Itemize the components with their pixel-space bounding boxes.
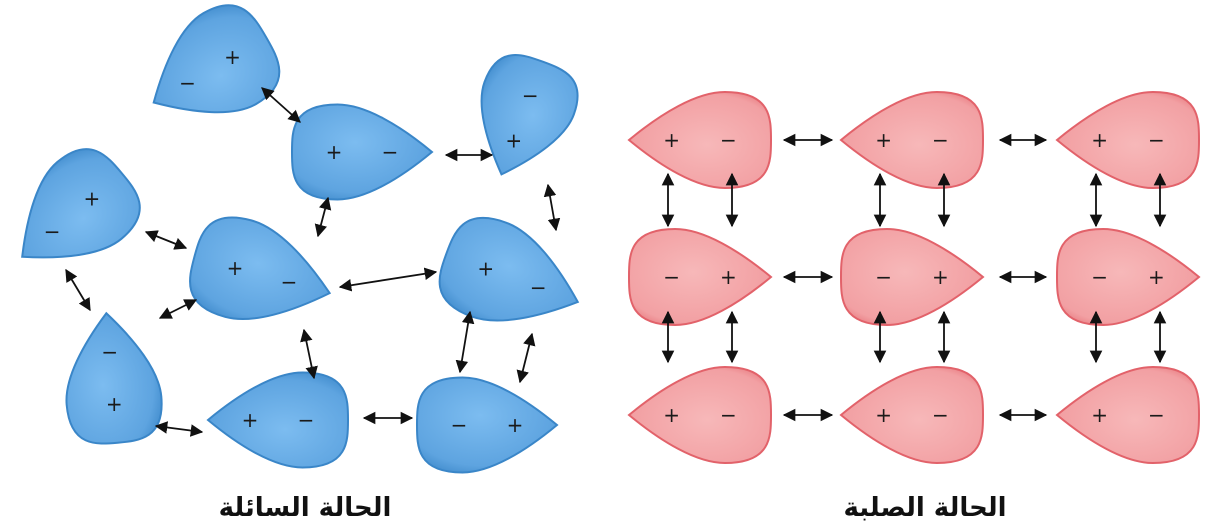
- charge-sign: −: [663, 265, 680, 289]
- solid-state-caption: الحالة الصلبة: [843, 493, 1007, 523]
- charge-sign: −: [932, 128, 949, 152]
- charge-sign: −: [179, 71, 196, 95]
- charge-sign: −: [281, 270, 298, 294]
- charge-sign: +: [720, 265, 737, 289]
- liquid-state-caption: الحالة السائلة: [218, 493, 392, 523]
- double-arrow: [516, 332, 536, 384]
- double-arrow: [314, 196, 332, 238]
- charge-sign: −: [720, 128, 737, 152]
- double-arrow: [65, 268, 91, 312]
- solid-state-molecules: −+−+−+−+−+−+−+−+−+: [627, 90, 1201, 465]
- liquid-molecule: +−: [438, 216, 580, 322]
- charge-sign: −: [932, 403, 949, 427]
- charge-sign: +: [663, 403, 680, 427]
- solid-molecule: −+: [839, 365, 985, 465]
- charge-sign: −: [720, 403, 737, 427]
- charge-sign: +: [932, 265, 949, 289]
- charge-sign: −: [101, 340, 118, 364]
- charge-sign: +: [477, 256, 494, 280]
- liquid-molecule: +−: [21, 148, 141, 259]
- solid-molecule: −+: [1055, 227, 1201, 327]
- charge-sign: −: [1148, 128, 1165, 152]
- charge-sign: +: [242, 408, 259, 432]
- liquid-molecule: −+: [415, 376, 559, 474]
- charge-sign: −: [522, 83, 539, 107]
- charge-sign: +: [227, 256, 244, 280]
- liquid-molecule: −+: [206, 371, 350, 469]
- charge-sign: −: [382, 140, 399, 164]
- charge-sign: +: [505, 129, 522, 153]
- solid-molecule: −+: [1055, 365, 1201, 465]
- charge-sign: +: [224, 45, 241, 69]
- solid-molecule: −+: [839, 227, 985, 327]
- double-arrow: [300, 328, 318, 380]
- solid-molecule: −+: [627, 365, 773, 465]
- double-arrow: [455, 310, 475, 374]
- attraction-arrows: [65, 87, 1167, 437]
- charge-sign: +: [84, 186, 101, 210]
- double-arrow: [158, 299, 198, 319]
- charge-sign: +: [1091, 403, 1108, 427]
- solid-molecule: −+: [839, 90, 985, 190]
- solid-molecule: −+: [627, 90, 773, 190]
- charge-sign: +: [875, 128, 892, 152]
- charge-sign: −: [44, 220, 61, 244]
- solid-molecule: −+: [1055, 90, 1201, 190]
- charge-sign: −: [530, 276, 547, 300]
- charge-sign: +: [663, 128, 680, 152]
- charge-sign: +: [106, 392, 123, 416]
- charge-sign: −: [1091, 265, 1108, 289]
- liquid-molecule: +−: [189, 216, 332, 321]
- liquid-molecule: +−: [65, 311, 163, 445]
- charge-sign: +: [875, 403, 892, 427]
- double-arrow: [338, 267, 438, 292]
- charge-sign: −: [875, 265, 892, 289]
- double-arrow: [154, 421, 204, 437]
- charge-sign: +: [507, 413, 524, 437]
- charge-sign: +: [1091, 128, 1108, 152]
- liquid-state-molecules: +−+−−++−+−+−+−−+−+: [21, 4, 580, 474]
- solid-molecule: −+: [627, 227, 773, 327]
- double-arrow: [543, 183, 561, 232]
- liquid-molecule: +−: [290, 103, 434, 201]
- double-arrow: [261, 87, 301, 123]
- liquid-molecule: +−: [152, 4, 281, 114]
- charge-sign: −: [451, 413, 468, 437]
- double-arrow: [144, 230, 188, 250]
- charge-sign: −: [298, 408, 315, 432]
- liquid-molecule: −+: [480, 54, 579, 176]
- charge-sign: −: [1148, 403, 1165, 427]
- charge-sign: +: [326, 140, 343, 164]
- charge-sign: +: [1148, 265, 1165, 289]
